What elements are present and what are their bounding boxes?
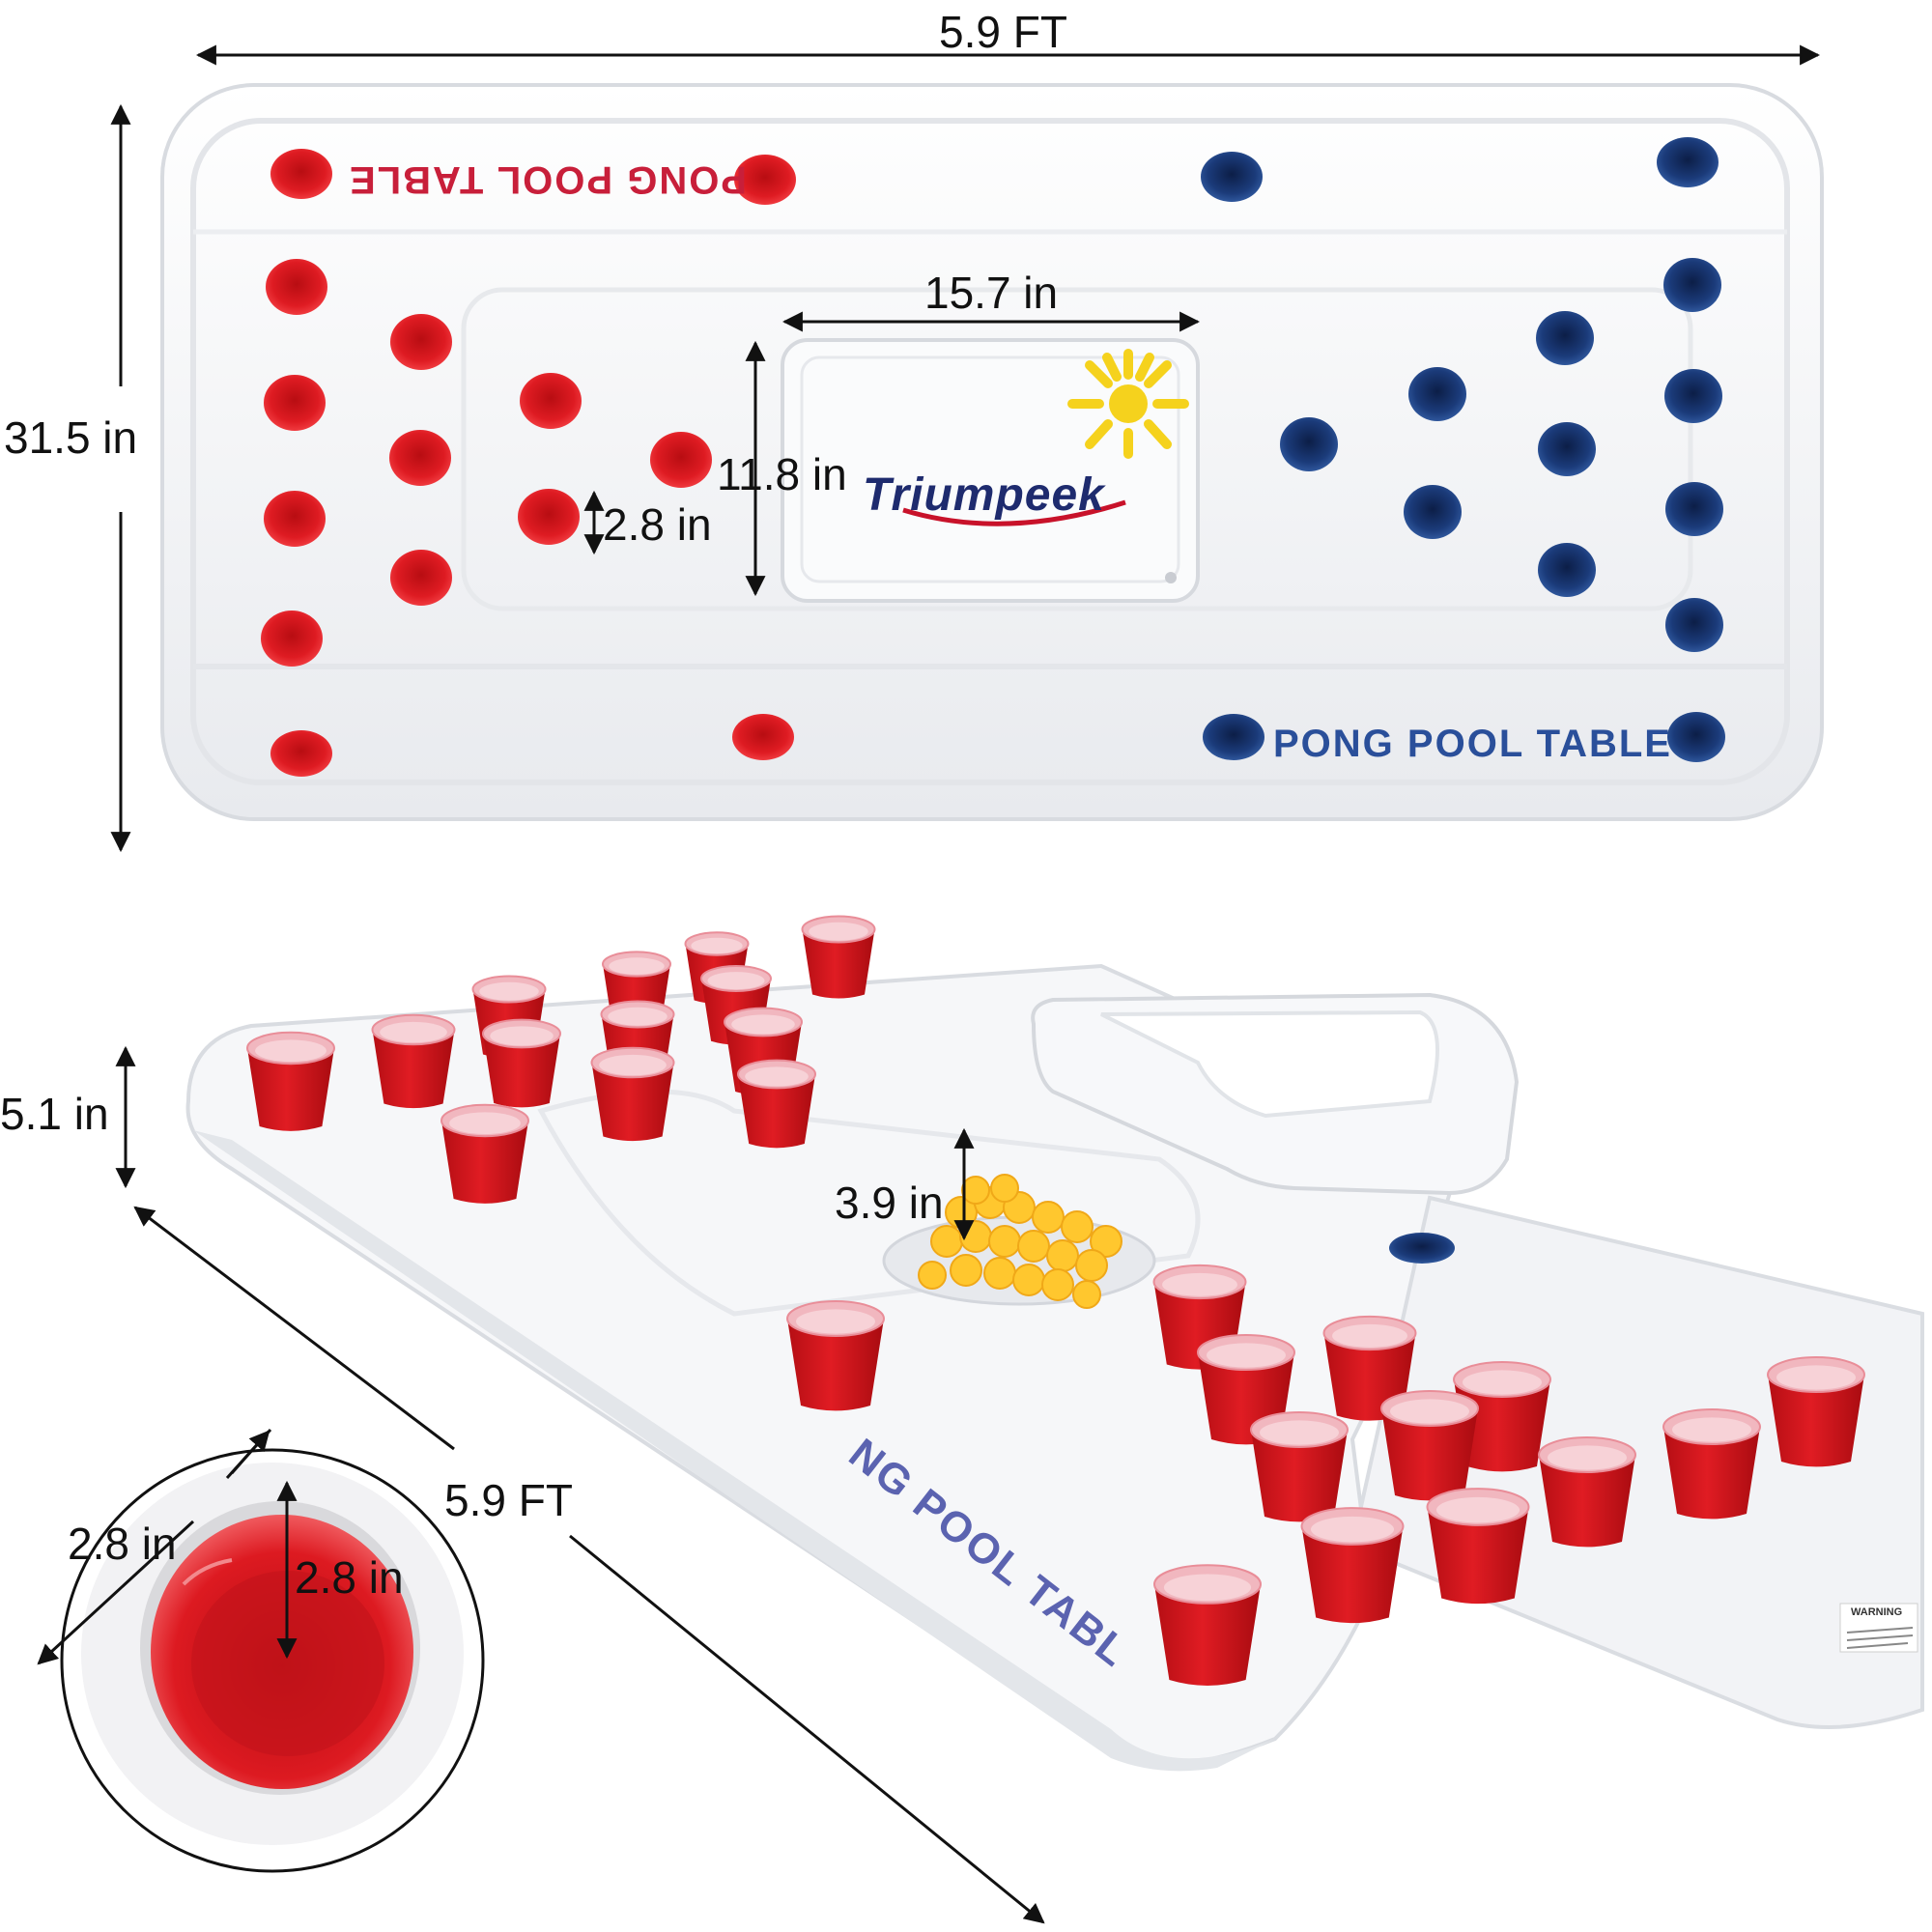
table-text-top: PONG POOL TABLE	[348, 158, 747, 201]
top-width-label: 5.9 FT	[939, 7, 1067, 57]
red-cup	[1662, 1408, 1761, 1520]
red-cup	[371, 1013, 456, 1109]
table-text-bottom: PONG POOL TABLE	[1273, 723, 1672, 765]
red-cup	[482, 1018, 561, 1108]
red-cups	[246, 915, 1865, 1686]
sun-icon	[1067, 349, 1189, 459]
red-cup	[440, 1103, 529, 1204]
red-cup	[1538, 1436, 1636, 1548]
dimension-lines-top	[110, 44, 1821, 853]
red-cup	[786, 1300, 885, 1411]
cup-depth-label: 2.8 in	[295, 1552, 404, 1603]
red-cup	[1300, 1507, 1405, 1624]
dimension-lines-side	[37, 1045, 1045, 1924]
brand-swoosh	[902, 499, 1126, 526]
red-cup	[801, 915, 876, 999]
red-cup	[590, 1046, 675, 1142]
side-height-label: 5.1 in	[0, 1089, 109, 1139]
cup-diameter-label: 2.8 in	[68, 1519, 177, 1569]
side-length-label: 5.9 FT	[444, 1475, 573, 1525]
ball-bin-depth-label: 3.9 in	[835, 1178, 944, 1228]
cooler-width-label: 15.7 in	[924, 268, 1059, 318]
red-cup	[1453, 1361, 1551, 1472]
blue-cup-holes	[1201, 137, 1725, 762]
red-cup	[1380, 1390, 1479, 1501]
cup-holder-detail	[60, 1448, 485, 1873]
red-cup	[246, 1031, 335, 1131]
cooler-height-label: 11.8 in	[717, 449, 847, 499]
red-cup	[1426, 1488, 1530, 1605]
red-cup	[1153, 1564, 1262, 1686]
red-cup	[1767, 1356, 1865, 1467]
top-height-label: 31.5 in	[4, 412, 138, 463]
red-cup	[737, 1059, 816, 1149]
warning-label: WARNING	[1851, 1606, 1903, 1618]
red-cup	[1250, 1411, 1349, 1522]
ping-pong-balls	[918, 1174, 1122, 1309]
brand-logo: Triumpeek	[863, 469, 1105, 521]
top-hole-label: 2.8 in	[603, 499, 712, 550]
red-cup-holes	[261, 149, 796, 777]
